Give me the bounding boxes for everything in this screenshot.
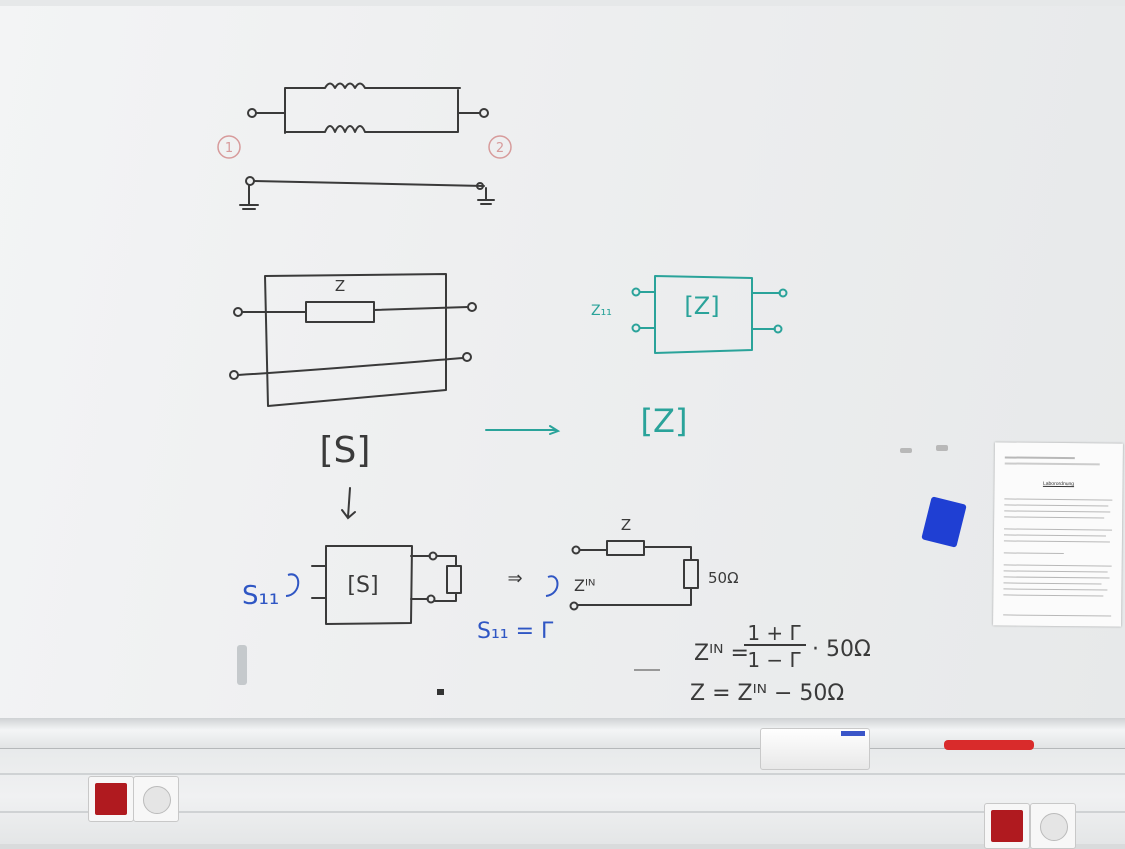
circuit-z-label: Z: [621, 516, 631, 534]
s11-label: S₁₁: [242, 581, 279, 611]
zin-eq-denominator: 1 − Γ: [747, 648, 801, 672]
power-socket: [133, 776, 179, 822]
measure-arrow-blue: [285, 573, 300, 597]
whiteboard: [0, 6, 1125, 721]
implies-symbol: ⇒: [507, 568, 522, 589]
zin-label: Zᴵᴺ: [574, 576, 595, 595]
z11-label: Z₁₁: [591, 303, 612, 319]
zin-eq-tail: · 50Ω: [812, 637, 871, 662]
measure-arrow-blue-2: [545, 575, 559, 597]
s11-gamma-equation: S₁₁ = Γ: [477, 619, 554, 644]
two-port-inductor-sketch: [239, 82, 495, 210]
series-impedance-label: Z: [335, 277, 345, 295]
z-matrix-box: [631, 275, 788, 354]
down-arrow: [341, 487, 356, 520]
zin-eq-lhs: Zᴵᴺ =: [694, 641, 749, 666]
impedance-load-circuit: [569, 540, 699, 611]
eraser-brand-strip: [841, 731, 865, 736]
paper-title: Laborordnung: [1042, 480, 1075, 488]
port-2-label: 2: [496, 141, 504, 156]
magnet-pin: [936, 445, 948, 451]
wall-panel: [0, 749, 1125, 844]
network-outlet: [88, 776, 134, 822]
z-box-label: [Z]: [684, 292, 719, 320]
arrow-to-z: [485, 425, 561, 435]
load-50-ohm-label: 50Ω: [708, 569, 739, 587]
power-socket: [1030, 803, 1076, 849]
s-matrix-label: [S]: [320, 430, 371, 471]
series-impedance-two-port: [229, 273, 477, 407]
red-marker: [944, 740, 1034, 750]
port-markers: [217, 135, 512, 159]
whiteboard-eraser: [760, 728, 870, 770]
board-clip: [237, 645, 247, 685]
board-dot: [437, 689, 444, 695]
magnet-pin: [900, 448, 912, 453]
s-box-with-load: [311, 545, 462, 625]
pinned-paper: Laborordnung: [993, 442, 1123, 627]
z-matrix-label: [Z]: [641, 402, 688, 440]
zin-equation: Zᴵᴺ = 1 + Γ 1 − Γ · 50Ω: [694, 621, 871, 672]
z-from-zin-equation: Z = Zᴵᴺ − 50Ω: [690, 681, 844, 706]
s-box-label: [S]: [347, 573, 378, 598]
port-1-label: 1: [225, 141, 233, 156]
marker-tray: [0, 718, 1125, 749]
network-outlet: [984, 803, 1030, 849]
zin-eq-numerator: 1 + Γ: [747, 621, 801, 645]
